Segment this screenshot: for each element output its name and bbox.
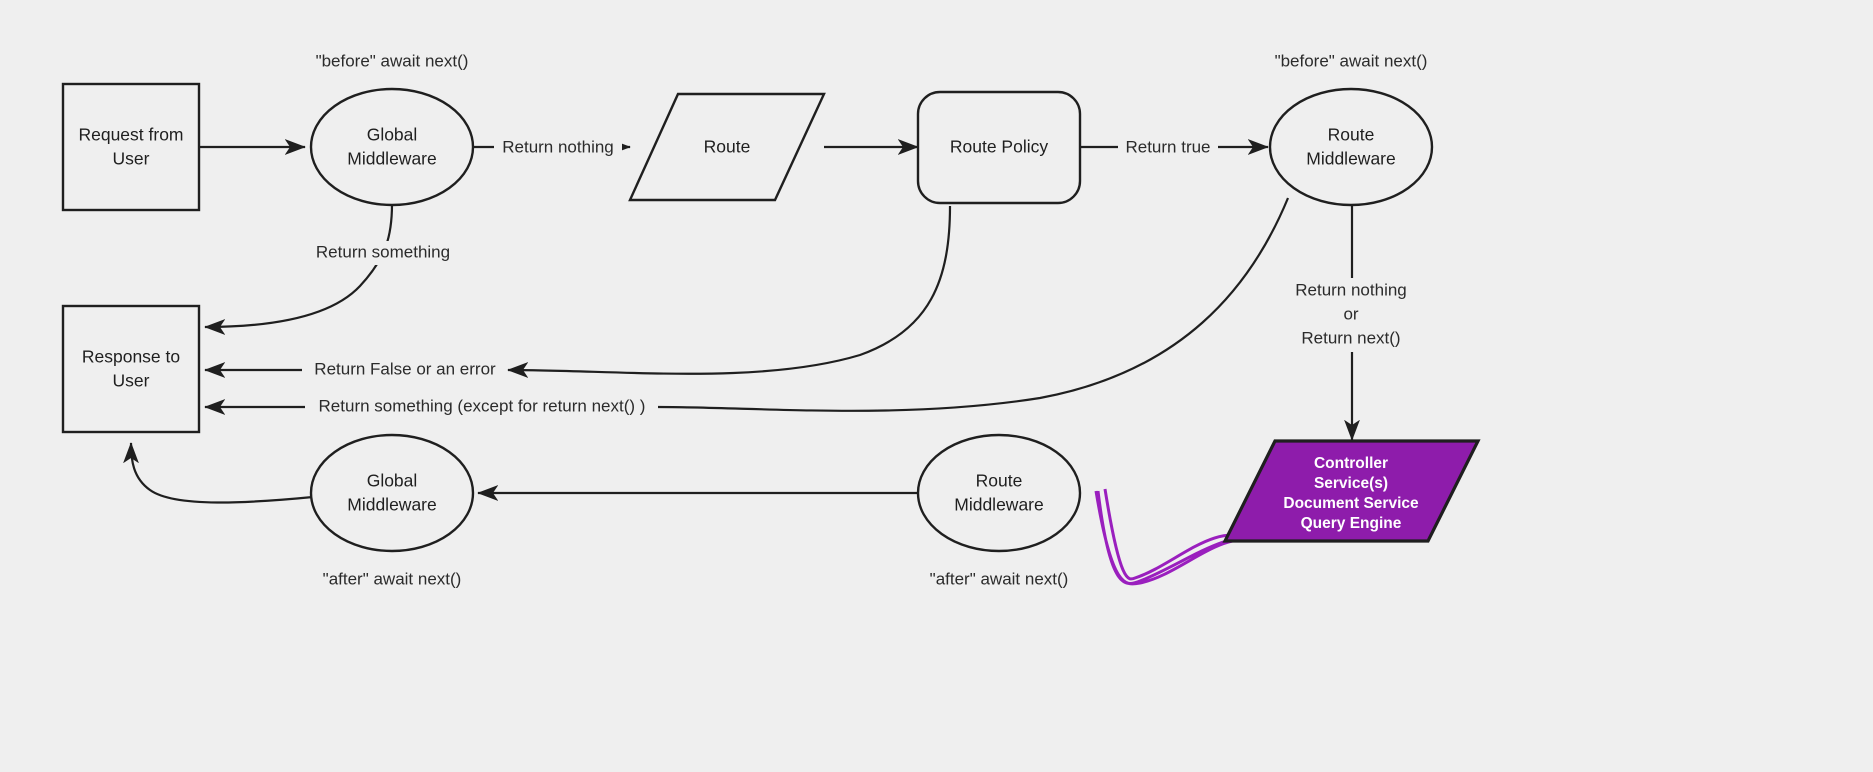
annotation-after-await-next-route: "after" await next() — [930, 569, 1069, 588]
label-plate-return-nothing-or-next — [1280, 278, 1425, 352]
node-global-middleware-bottom-line2: Middleware — [347, 495, 436, 515]
node-route-policy-label: Route Policy — [950, 137, 1048, 157]
node-request-from-user[interactable] — [61, 82, 201, 212]
node-global-middleware-top-line2: Middleware — [347, 149, 436, 169]
annotation-after-await-next-global: "after" await next() — [323, 569, 462, 588]
label-plate-return-something — [305, 241, 463, 265]
edge-label-return-nothing-or-next-line2: or — [1343, 304, 1358, 323]
edge-route-policy-return-false — [507, 205, 952, 378]
edge-global-middleware-return-something — [204, 203, 394, 335]
node-controller-services-line3: Document Service — [1283, 495, 1419, 512]
node-controller-services-line1: Controller — [1314, 455, 1388, 472]
node-response-to-user-line1: Response to — [82, 347, 180, 367]
node-route-middleware-bottom-line1: Route — [976, 471, 1023, 491]
edge-label-return-nothing-or-next-line3: Return next() — [1301, 328, 1400, 347]
edge-controller-curve — [1103, 488, 1254, 581]
node-response-to-user-line2: User — [113, 371, 150, 391]
node-controller-services[interactable] — [1222, 439, 1481, 543]
node-global-middleware-top[interactable] — [309, 87, 475, 207]
node-global-middleware-bottom[interactable] — [309, 433, 475, 553]
edge-global-middleware-bottom-to-response — [123, 442, 314, 504]
node-controller-services-line4: Query Engine — [1301, 515, 1402, 532]
label-plate-return-something-except — [308, 395, 656, 419]
node-request-from-user-line2: User — [113, 149, 150, 169]
annotation-before-await-next-global: "before" await next() — [316, 51, 469, 70]
label-plate-return-false — [305, 358, 505, 382]
node-route-middleware-bottom[interactable] — [916, 433, 1082, 553]
node-route[interactable] — [628, 92, 826, 202]
node-controller-services-line2: Service(s) — [1314, 475, 1388, 492]
node-route-middleware-top[interactable] — [1268, 87, 1434, 207]
node-request-from-user-line1: Request from — [78, 125, 183, 145]
edge-label-return-true: Return true — [1125, 137, 1210, 156]
node-route-label: Route — [704, 137, 751, 157]
node-route-middleware-top-line1: Route — [1328, 125, 1375, 145]
node-route-middleware-top-line2: Middleware — [1306, 149, 1395, 169]
label-plate-return-nothing — [494, 136, 622, 159]
edge-label-return-nothing-or-next-line1: Return nothing — [1295, 280, 1407, 299]
node-response-to-user[interactable] — [61, 304, 201, 434]
edge-route-middleware-return-something — [657, 197, 1290, 412]
annotation-before-await-next-route: "before" await next() — [1275, 51, 1428, 70]
edge-label-return-nothing: Return nothing — [502, 137, 614, 156]
node-global-middleware-top-line1: Global — [367, 125, 418, 145]
node-route-policy[interactable] — [916, 90, 1082, 205]
edge-label-return-false-or-error: Return False or an error — [314, 359, 496, 378]
label-plate-return-true — [1118, 136, 1218, 159]
edge-label-return-something: Return something — [316, 242, 450, 261]
edge-label-return-something-except-next: Return something (except for return next… — [319, 396, 646, 415]
node-route-middleware-bottom-line2: Middleware — [954, 495, 1043, 515]
node-global-middleware-bottom-line1: Global — [367, 471, 418, 491]
